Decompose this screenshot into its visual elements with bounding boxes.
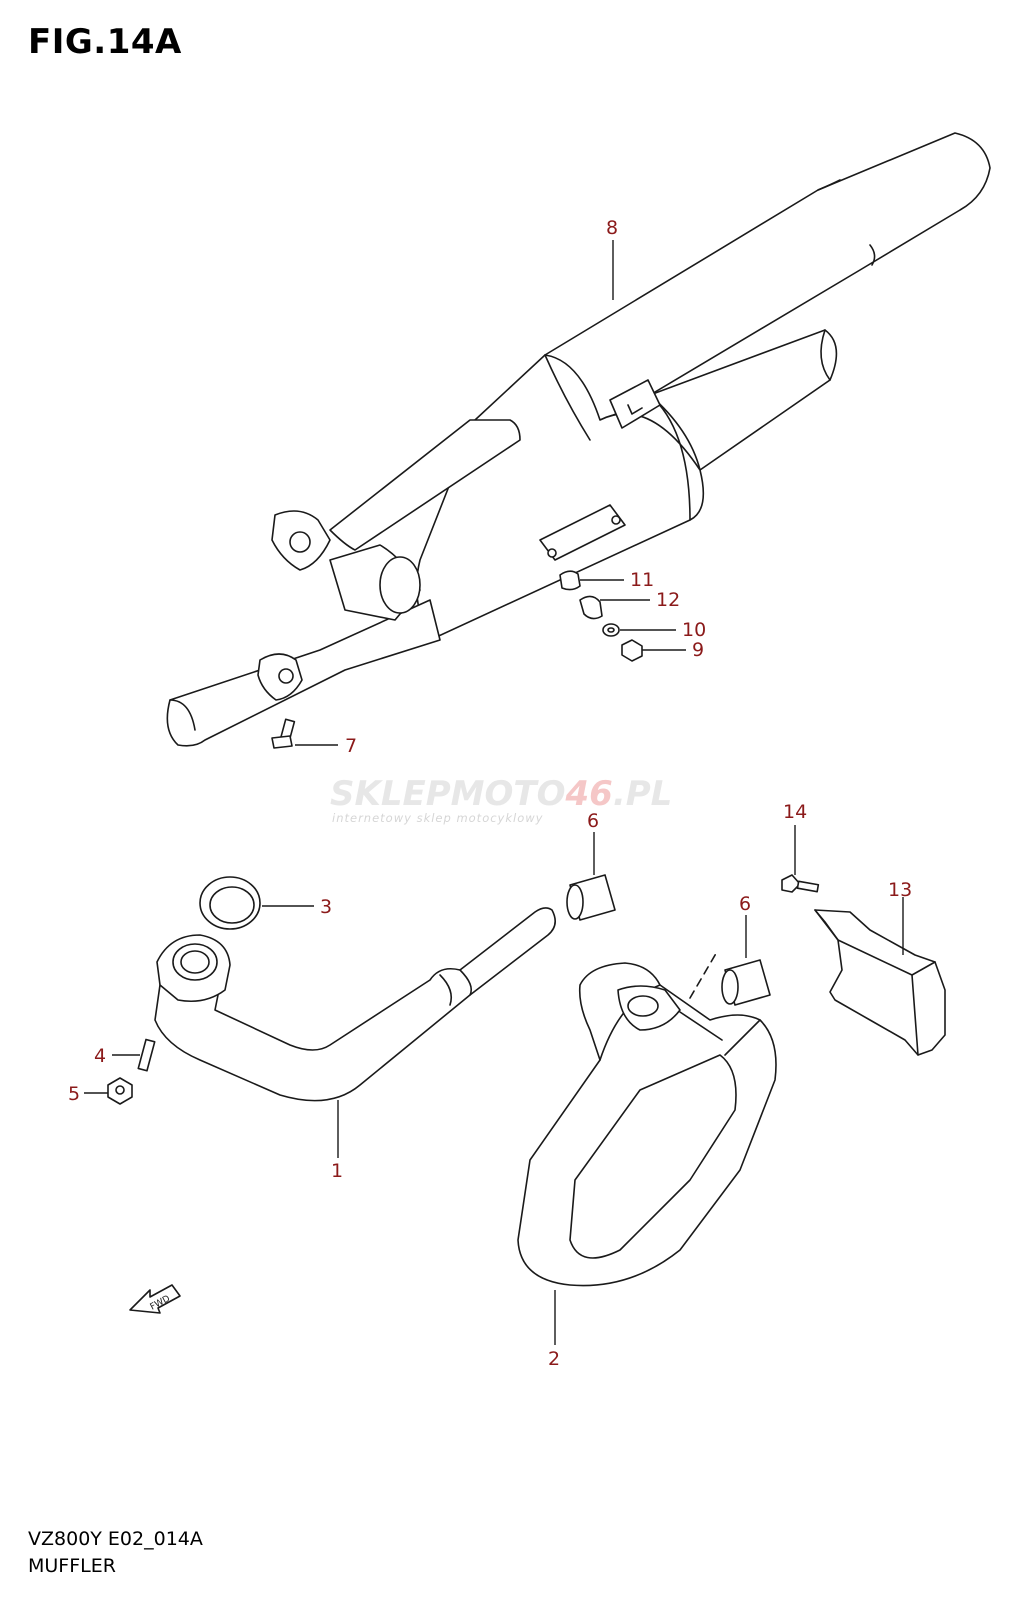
part-10-washer: 10 [602, 619, 706, 641]
callout-6-lower: 6 [739, 893, 751, 915]
watermark-brand-a: SKLEPMOTO [330, 774, 565, 814]
watermark-tagline: internetowy sklep motocyklowy [332, 811, 543, 825]
part-4-stud: 4 [94, 1038, 156, 1072]
fwd-arrow-icon: FWD [129, 1284, 181, 1314]
watermark-brand-c: .PL [613, 774, 673, 814]
callout-10: 10 [682, 619, 706, 641]
part-12-bushing: 12 [579, 589, 680, 620]
watermark-brand-b: 46 [564, 774, 612, 814]
part-8-muffler [166, 132, 991, 747]
callout-6-upper: 6 [587, 810, 599, 832]
figure-name: MUFFLER [28, 1555, 116, 1577]
part-2-exhaust-pipe: 2 [517, 962, 777, 1370]
watermark: SKLEPMOTO46.PL internetowy sklep motocyk… [330, 774, 672, 825]
part-5-nut: 5 [68, 1077, 133, 1105]
part-9-nut: 9 [621, 639, 704, 662]
callout-12: 12 [656, 589, 680, 611]
callout-7: 7 [345, 735, 357, 757]
callout-8: 8 [606, 217, 618, 239]
callout-11: 11 [630, 569, 654, 591]
callout-9: 9 [692, 639, 704, 661]
part-13-protector: 13 [814, 879, 946, 1056]
callout-1: 1 [331, 1160, 343, 1182]
part-3-gasket: 3 [199, 876, 332, 930]
part-14-bolt: 14 [781, 801, 820, 893]
part-6-connector-upper: 6 [566, 810, 616, 921]
callout-5: 5 [68, 1083, 80, 1105]
part-1-exhaust-pipe: 1 [154, 907, 556, 1182]
callout-14: 14 [783, 801, 807, 823]
part-7-bolt: 7 [271, 718, 357, 757]
callout-4: 4 [94, 1045, 106, 1067]
part-11-cushion: 11 [559, 569, 654, 591]
callout-3: 3 [320, 896, 332, 918]
part-6-connector-lower: 6 [689, 893, 771, 1006]
callout-13: 13 [888, 879, 912, 901]
svg-text:SKLEPMOTO46.PL: SKLEPMOTO46.PL [330, 774, 672, 814]
figure-code: VZ800Y E02_014A [28, 1528, 203, 1550]
callout-2: 2 [548, 1348, 560, 1370]
figure-title: FIG.14A [28, 22, 182, 62]
